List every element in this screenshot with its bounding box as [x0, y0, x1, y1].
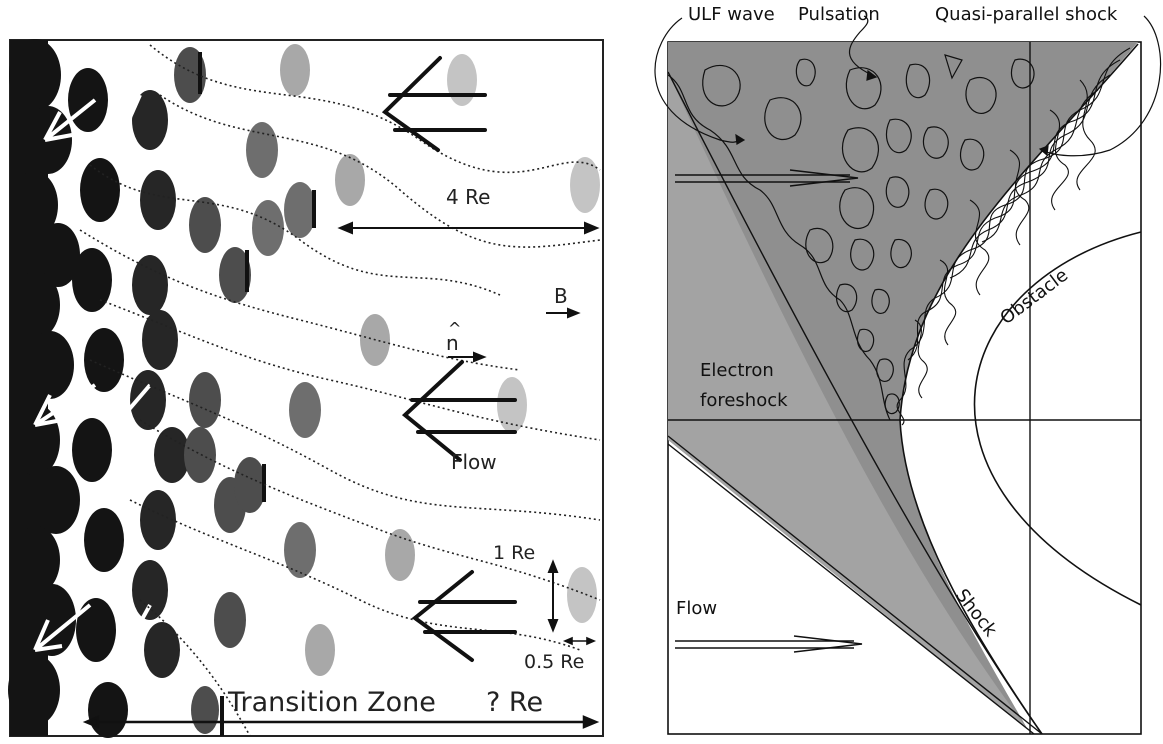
normal-label: n — [446, 331, 459, 355]
field-arrow — [546, 307, 581, 319]
dark-blobs — [130, 90, 190, 678]
faint-blobs — [447, 54, 600, 623]
flow-label-right: Flow — [676, 598, 717, 619]
scale-05re-label: 0.5 Re — [524, 651, 584, 673]
pulsation-label: Pulsation — [798, 4, 880, 25]
scale-1re-label: 1 Re — [493, 542, 535, 564]
ion-foreshock-region — [668, 42, 1138, 730]
normal-hat-label: ^ — [448, 319, 461, 338]
quasi-parallel-shock-label: Quasi-parallel shock — [935, 4, 1118, 25]
callout-lines — [654, 15, 1162, 157]
distance-4re-label: 4 Re — [446, 185, 490, 209]
ulf-wave-label: ULF wave — [688, 4, 775, 25]
transition-zone-arrow — [82, 715, 600, 729]
light-mid-blobs — [246, 122, 321, 578]
mid-blobs — [174, 47, 266, 734]
field-label: B — [554, 284, 568, 308]
dense-plasma-region — [8, 39, 128, 738]
pulsation-loops — [702, 54, 1035, 415]
white-arrows — [33, 94, 152, 652]
ulf-wave-line — [667, 74, 891, 421]
scale-1re-arrow — [547, 559, 559, 633]
foreshock-figure: ULF wave Pulsation Quasi-parallel shock … — [654, 4, 1162, 735]
flow-arrow-upper — [675, 169, 859, 187]
flow-arrow-lower — [675, 635, 863, 653]
grid-lines — [668, 42, 1141, 734]
transition-zone-diagram: 4 Re B ^ n Flow 1 Re 0.5 Re Transition Z… — [8, 39, 604, 738]
foreshock-diagram: ULF wave Pulsation Quasi-parallel shock … — [610, 0, 1163, 744]
transition-zone-figure: 4 Re B ^ n Flow 1 Re 0.5 Re Transition Z… — [8, 39, 604, 738]
normal-arrow — [448, 351, 487, 363]
flow-arrows — [381, 56, 517, 662]
electron-foreshock-label-2: foreshock — [700, 390, 788, 411]
obstacle-curve — [973, 231, 1142, 606]
unknown-width-label: ? Re — [486, 687, 543, 718]
quasi-parallel-tangle — [896, 47, 1131, 426]
scale-05re-arrow — [562, 636, 597, 646]
distance-4re-arrow — [337, 221, 600, 235]
blob-markers — [198, 52, 316, 736]
electron-foreshock-label-1: Electron — [700, 360, 774, 381]
light-blobs — [280, 44, 415, 676]
transition-zone-label: Transition Zone — [227, 687, 436, 718]
flow-label: Flow — [451, 450, 497, 474]
